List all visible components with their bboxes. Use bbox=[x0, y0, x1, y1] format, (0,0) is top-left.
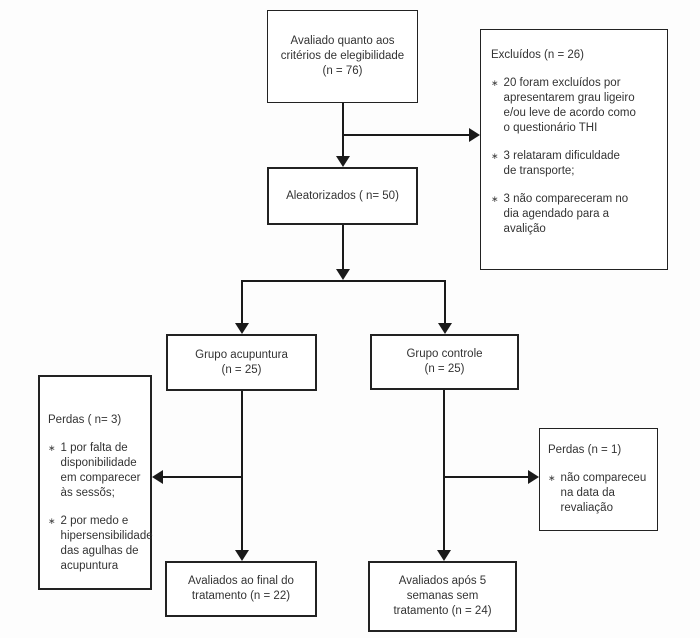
connector-eligibility-to-randomized bbox=[342, 103, 344, 157]
arrowhead-down-icon bbox=[437, 550, 451, 561]
connector-split-to-acupuncture bbox=[241, 281, 243, 323]
losses-acupuncture-item-text: 1 por falta de disponibilidade em compar… bbox=[60, 442, 141, 499]
box-losses-control-title: Perdas (n = 1) bbox=[548, 444, 622, 456]
connector-split-horizontal bbox=[241, 280, 446, 282]
box-eligibility: Avaliado quanto aos critérios de elegibi… bbox=[267, 10, 418, 103]
asterisk-bullet-icon: ∗ bbox=[548, 473, 556, 483]
box-final-acupuncture-text: Avaliados ao final do tratamento (n = 22… bbox=[188, 575, 294, 602]
excluded-item-text: 3 relataram dificuldade de transporte; bbox=[503, 150, 620, 177]
losses-acupuncture-item: ∗ 2 por medo e hipersensibilidade das ag… bbox=[48, 514, 153, 574]
losses-control-item: ∗ não compareceu na data da revaliação bbox=[548, 471, 653, 516]
connector-eligibility-to-excluded bbox=[342, 134, 470, 136]
losses-acupuncture-item-text: 2 por medo e hipersensibilidade das agul… bbox=[60, 515, 153, 572]
connector-split-to-control bbox=[444, 281, 446, 323]
box-final-control: Avaliados após 5 semanas sem tratamento … bbox=[368, 561, 517, 632]
box-losses-acupuncture-title: Perdas ( n= 3) bbox=[48, 414, 122, 426]
connector-randomized-to-split bbox=[342, 225, 344, 270]
asterisk-bullet-icon: ∗ bbox=[48, 443, 56, 453]
box-excluded-title: Excluídos (n = 26) bbox=[491, 49, 585, 61]
box-group-control-text: Grupo controle (n = 25) bbox=[406, 348, 483, 375]
excluded-item-text: 3 não compareceram no dia agendado para … bbox=[503, 193, 629, 235]
connector-acupuncture-to-final bbox=[241, 391, 243, 550]
arrowhead-down-icon bbox=[438, 323, 452, 334]
connector-control-to-losses bbox=[445, 476, 529, 478]
excluded-item-text: 20 foram excluídos por apresentarem grau… bbox=[503, 77, 636, 134]
asterisk-bullet-icon: ∗ bbox=[491, 151, 499, 161]
excluded-item: ∗ 20 foram excluídos por apresentarem gr… bbox=[491, 76, 659, 136]
box-final-acupuncture: Avaliados ao final do tratamento (n = 22… bbox=[165, 561, 317, 617]
asterisk-bullet-icon: ∗ bbox=[48, 516, 56, 526]
box-excluded: Excluídos (n = 26) ∗ 20 foram excluídos … bbox=[480, 29, 668, 270]
excluded-item: ∗ 3 relataram dificuldade de transporte; bbox=[491, 149, 659, 179]
arrowhead-left-icon bbox=[152, 470, 163, 484]
excluded-item: ∗ 3 não compareceram no dia agendado par… bbox=[491, 192, 659, 237]
box-group-control: Grupo controle (n = 25) bbox=[370, 334, 519, 390]
connector-acupuncture-to-losses bbox=[163, 476, 242, 478]
box-eligibility-text: Avaliado quanto aos critérios de elegibi… bbox=[280, 35, 405, 77]
connector-control-to-final bbox=[443, 390, 445, 550]
arrowhead-right-icon bbox=[469, 128, 480, 142]
asterisk-bullet-icon: ∗ bbox=[491, 78, 499, 88]
box-randomized-text: Aleatorizados ( n= 50) bbox=[286, 189, 399, 202]
box-group-acupuncture-text: Grupo acupuntura (n = 25) bbox=[195, 348, 288, 376]
arrowhead-down-icon bbox=[336, 156, 350, 167]
box-losses-acupuncture: Perdas ( n= 3) ∗ 1 por falta de disponib… bbox=[38, 375, 153, 590]
box-losses-control: Perdas (n = 1) ∗ não compareceu na data … bbox=[539, 428, 658, 531]
losses-control-item-text: não compareceu na data da revaliação bbox=[560, 472, 647, 514]
losses-acupuncture-item: ∗ 1 por falta de disponibilidade em comp… bbox=[48, 441, 146, 501]
arrowhead-down-icon bbox=[336, 269, 350, 280]
box-final-control-text: Avaliados após 5 semanas sem tratamento … bbox=[393, 575, 492, 617]
arrowhead-right-icon bbox=[528, 470, 539, 484]
box-group-acupuncture: Grupo acupuntura (n = 25) bbox=[166, 334, 317, 391]
arrowhead-down-icon bbox=[235, 323, 249, 334]
box-randomized: Aleatorizados ( n= 50) bbox=[267, 167, 418, 225]
arrowhead-down-icon bbox=[235, 550, 249, 561]
asterisk-bullet-icon: ∗ bbox=[491, 194, 499, 204]
